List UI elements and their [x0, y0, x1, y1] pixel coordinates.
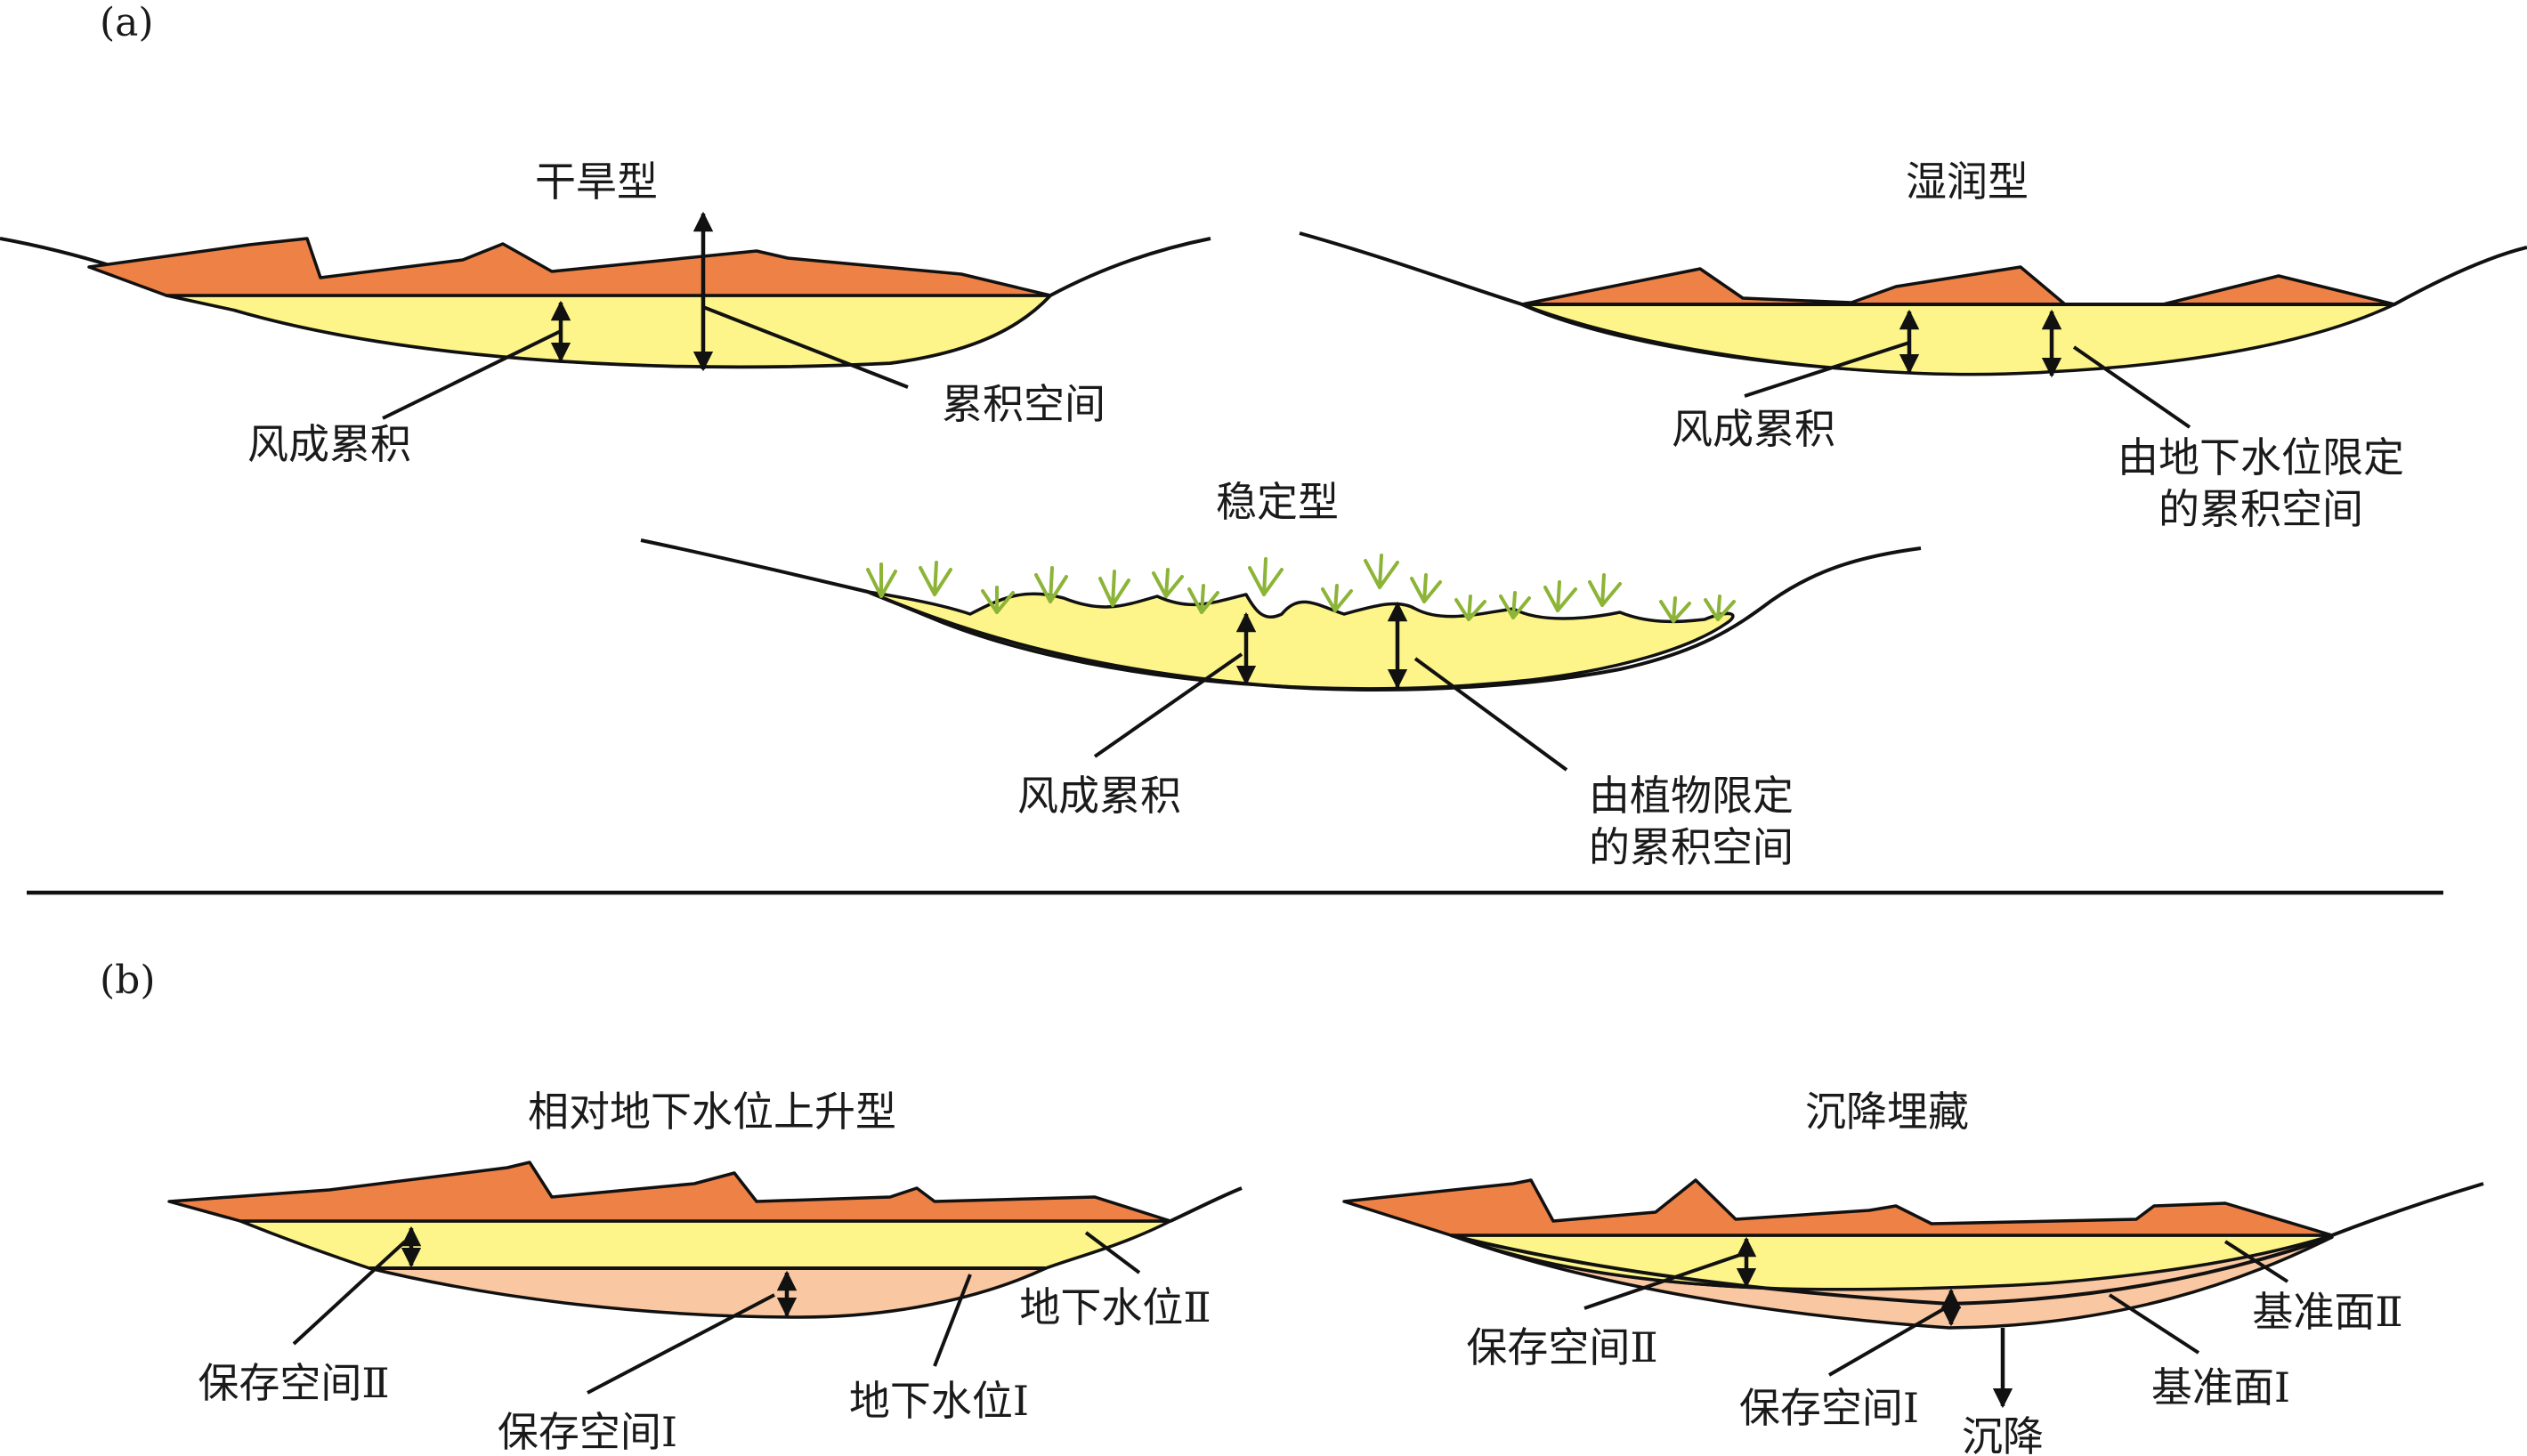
- water-table-1-label: 地下水位Ⅰ: [849, 1377, 1029, 1425]
- subsidence-space-1-label: 保存空间Ⅰ: [1739, 1384, 1919, 1432]
- rising-basin-right-slope: [1170, 1186, 1243, 1223]
- rising-dune-layer: [167, 1161, 1172, 1223]
- humid-dune-1: [1520, 265, 2067, 306]
- preserved-space-1-layer: [368, 1266, 1048, 1319]
- stable-space-leader: [1413, 657, 1568, 772]
- water-table-2-label: 地下水位Ⅱ: [1019, 1283, 1211, 1331]
- humid-deposit-label: 风成累积: [1672, 405, 1835, 453]
- base-level-2-curve: [1450, 1234, 2333, 1306]
- space-2-leader: [292, 1240, 407, 1346]
- panel-b: (b) 相对地下水位上升型 保存空间Ⅱ 保存空间Ⅰ 地下水位Ⅱ 地下水位Ⅰ: [100, 958, 2484, 1456]
- stable-deposit-leader: [1093, 652, 1243, 758]
- stable-space-label-line1: 由植物限定: [1589, 772, 1794, 820]
- arid-eolian-deposit: [165, 294, 1052, 368]
- grass-tuft-17: [1704, 595, 1736, 621]
- grass-tuft-15: [1588, 573, 1622, 607]
- grass-tuft-8: [1248, 557, 1284, 596]
- base-level-2-leader: [2223, 1240, 2289, 1283]
- subsidence-space-1-leader: [1828, 1306, 1946, 1377]
- grass-tuft-13: [1499, 591, 1531, 619]
- humid-title: 湿润型: [1906, 158, 2029, 206]
- subsidence-basin-right-slope: [2331, 1182, 2484, 1237]
- grass-tuft-10: [1364, 554, 1399, 589]
- grass-tuft-14: [1543, 580, 1577, 612]
- space-1-label: 保存空间Ⅰ: [498, 1408, 677, 1456]
- arid-space-label: 累积空间: [942, 380, 1106, 428]
- water-table-2-leader: [1084, 1231, 1141, 1274]
- base-level-1-label: 基准面Ⅰ: [2151, 1363, 2290, 1412]
- humid-space-leader: [2072, 345, 2191, 429]
- grass-tuft-6: [1152, 568, 1184, 598]
- water-table-1-leader: [933, 1274, 972, 1367]
- grass-tuft-16: [1659, 596, 1691, 623]
- grass-tuft-7: [1187, 584, 1219, 614]
- humid-space-label-line1: 由地下水位限定: [2118, 433, 2404, 481]
- arid-deposit-leader: [382, 329, 562, 420]
- vegetation-group: [866, 554, 1736, 623]
- grass-tuft-11: [1410, 573, 1442, 603]
- humid-space-label-line2: 的累积空间: [2158, 485, 2363, 533]
- preserved-space-2-layer: [239, 1219, 1172, 1270]
- subsidence-burial-sketch: 沉降埋藏 保存空间Ⅱ 保存空间Ⅰ 沉降 基准面Ⅱ 基准面Ⅰ: [1342, 1088, 2484, 1456]
- grass-tuft-12: [1454, 595, 1486, 621]
- humid-deposit-leader: [1744, 341, 1910, 398]
- stable-space-label-line2: 的累积空间: [1589, 823, 1794, 871]
- stable-title: 稳定型: [1216, 478, 1339, 526]
- space-1-leader: [587, 1293, 775, 1395]
- stable-deposit-label: 风成累积: [1017, 772, 1181, 820]
- subsidence-dune-layer: [1342, 1178, 2334, 1237]
- grass-tuft-1: [866, 562, 897, 598]
- subsidence-space-2-leader: [1583, 1253, 1741, 1310]
- humid-dune-2: [2161, 274, 2396, 306]
- arid-deposit-label: 风成累积: [247, 420, 411, 468]
- grass-tuft-2: [919, 561, 952, 596]
- humid-sketch: 湿润型 风成累积 由地下水位限定 的累积空间: [1299, 158, 2527, 533]
- arid-sketch: 干旱型 风成累积 累积空间: [0, 158, 1211, 468]
- base-level-2-label: 基准面Ⅱ: [2252, 1288, 2402, 1336]
- arid-dune-layer: [87, 237, 1052, 297]
- stable-basin-outline: [640, 538, 1922, 692]
- space-2-label: 保存空间Ⅱ: [198, 1359, 389, 1407]
- grass-tuft-9: [1321, 584, 1353, 612]
- rising-title: 相对地下水位上升型: [528, 1088, 896, 1136]
- grass-tuft-4: [1034, 566, 1068, 603]
- subsidence-title: 沉降埋藏: [1805, 1088, 1969, 1136]
- grass-tuft-5: [1098, 570, 1130, 607]
- subsidence-space-2-label: 保存空间Ⅱ: [1466, 1323, 1657, 1371]
- rising-water-table-sketch: 相对地下水位上升型 保存空间Ⅱ 保存空间Ⅰ 地下水位Ⅱ 地下水位Ⅰ: [167, 1088, 1243, 1456]
- arid-title: 干旱型: [535, 158, 658, 206]
- subsidence-label: 沉降: [1962, 1412, 2044, 1456]
- humid-eolian-deposit: [1520, 303, 2396, 376]
- panel-a-label: (a): [100, 0, 154, 45]
- panel-a: (a) 干旱型 风成累积 累积空间 湿润型 风成累积: [0, 0, 2527, 871]
- arid-space-leader: [702, 305, 909, 389]
- grass-tuft-3: [981, 586, 1015, 614]
- base-level-1-leader: [2108, 1293, 2200, 1355]
- stable-sketch: 稳定型 风成累积 由植物限定 的累积空间: [640, 478, 1922, 871]
- panel-b-label: (b): [100, 958, 156, 1003]
